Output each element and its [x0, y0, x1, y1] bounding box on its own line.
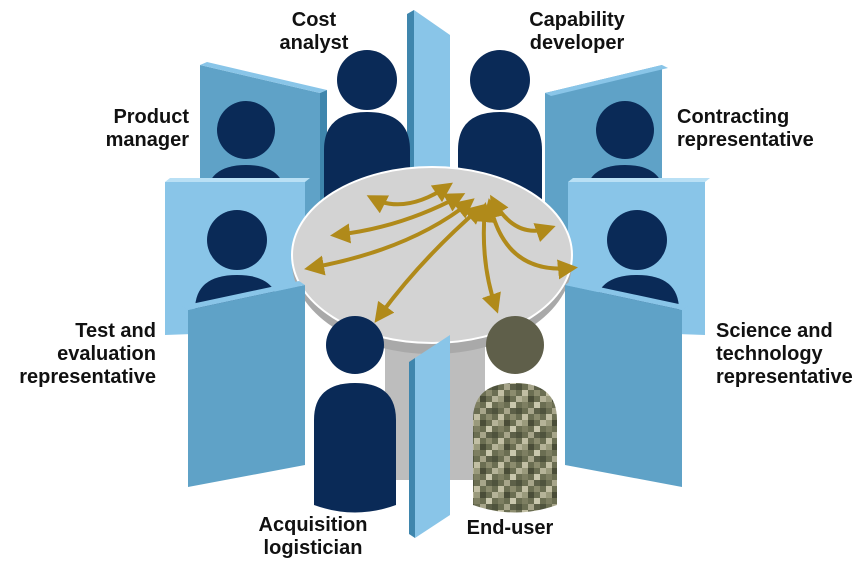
panel-science-technology-front — [565, 281, 688, 487]
communication-arrows — [304, 182, 578, 323]
person-end-user — [473, 316, 557, 513]
label-product-manager: Product manager — [105, 106, 189, 151]
label-test-evaluation-representative: Test and evaluation representative — [19, 320, 156, 388]
panel-test-evaluation-front — [182, 281, 305, 487]
panel-center-front — [409, 335, 450, 538]
panel-center-back — [407, 10, 450, 190]
label-capability-developer: Capability developer — [529, 9, 625, 54]
label-science-technology-representative: Science and technology representative — [716, 320, 853, 388]
label-acquisition-logistician: Acquisition logistician — [258, 514, 368, 559]
label-end-user: End-user — [466, 517, 554, 539]
label-cost-analyst: Cost analyst — [279, 9, 349, 54]
person-acquisition-logistician — [314, 316, 396, 513]
label-contracting-representative: Contracting representative — [677, 106, 814, 151]
